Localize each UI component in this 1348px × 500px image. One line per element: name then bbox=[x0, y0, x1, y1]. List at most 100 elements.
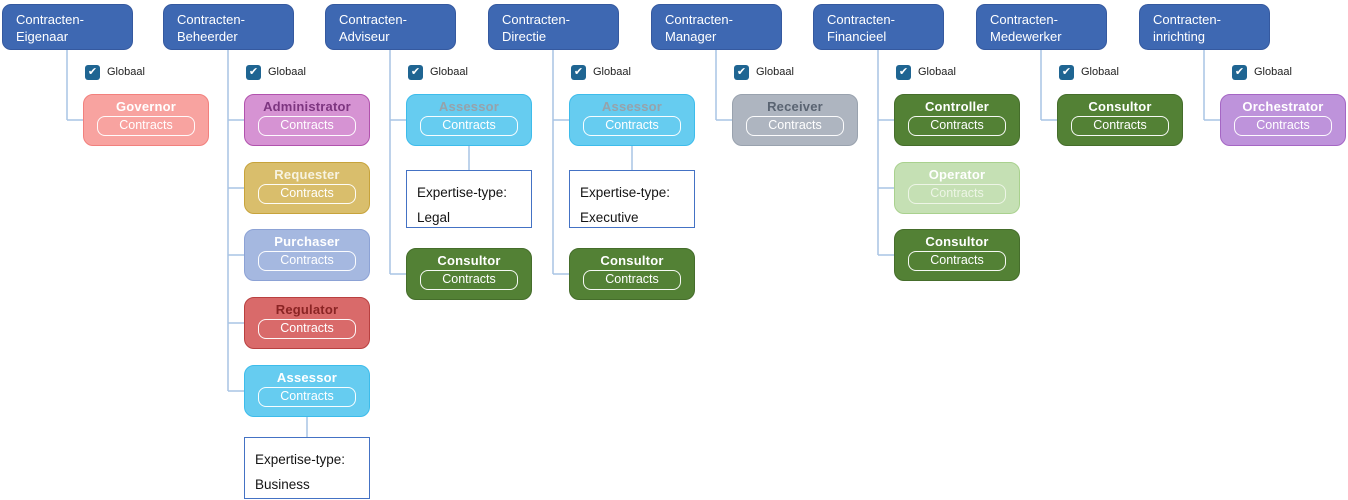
note-value: Business bbox=[255, 477, 310, 492]
role-title: Governor bbox=[115, 99, 177, 114]
header-contracten-eigenaar: Contracten- Eigenaar bbox=[2, 4, 133, 50]
header-line1: Contracten- bbox=[665, 12, 733, 27]
contracts-pill: Contracts bbox=[258, 251, 356, 271]
role-title: Administrator bbox=[263, 99, 351, 114]
checkmark-icon: ✔ bbox=[248, 66, 259, 78]
globaal-label: Globaal bbox=[1254, 66, 1292, 78]
role-consultor-financieel: Consultor Contracts bbox=[894, 229, 1020, 281]
role-consultor-adviseur: Consultor Contracts bbox=[406, 248, 532, 300]
header-line2: Financieel bbox=[827, 29, 887, 44]
role-title: Orchestrator bbox=[1242, 99, 1324, 114]
globaal-checkbox-adviseur[interactable]: ✔ bbox=[408, 65, 423, 80]
globaal-label: Globaal bbox=[268, 66, 306, 78]
role-requester: Requester Contracts bbox=[244, 162, 370, 214]
contracts-pill: Contracts bbox=[908, 251, 1006, 271]
header-line2: Adviseur bbox=[339, 29, 390, 44]
role-assessor-adviseur: Assessor Contracts bbox=[406, 94, 532, 146]
header-line2: inrichting bbox=[1153, 29, 1206, 44]
contracts-pill: Contracts bbox=[908, 184, 1006, 204]
role-assessor-beheerder: Assessor Contracts bbox=[244, 365, 370, 417]
contracts-pill: Contracts bbox=[258, 116, 356, 136]
role-title: Consultor bbox=[437, 253, 501, 268]
role-title: Consultor bbox=[1088, 99, 1152, 114]
checkmark-icon: ✔ bbox=[898, 66, 909, 78]
role-title: Assessor bbox=[438, 99, 500, 114]
role-governor: Governor Contracts bbox=[83, 94, 209, 146]
note-label: Expertise-type: bbox=[580, 185, 671, 200]
header-line1: Contracten- bbox=[177, 12, 245, 27]
checkmark-icon: ✔ bbox=[1061, 66, 1072, 78]
globaal-checkbox-beheerder[interactable]: ✔ bbox=[246, 65, 261, 80]
role-controller: Controller Contracts bbox=[894, 94, 1020, 146]
header-line2: Beheerder bbox=[177, 29, 238, 44]
header-line1: Contracten- bbox=[339, 12, 407, 27]
globaal-label: Globaal bbox=[107, 66, 145, 78]
globaal-label: Globaal bbox=[918, 66, 956, 78]
contracts-pill: Contracts bbox=[97, 116, 195, 136]
header-contracten-manager: Contracten- Manager bbox=[651, 4, 782, 50]
globaal-checkbox-medewerker[interactable]: ✔ bbox=[1059, 65, 1074, 80]
header-contracten-beheerder: Contracten- Beheerder bbox=[163, 4, 294, 50]
globaal-label: Globaal bbox=[593, 66, 631, 78]
contracts-pill: Contracts bbox=[258, 387, 356, 407]
note-value: Legal bbox=[417, 210, 451, 225]
checkmark-icon: ✔ bbox=[1234, 66, 1245, 78]
contracts-pill: Contracts bbox=[258, 319, 356, 339]
role-assessor-directie: Assessor Contracts bbox=[569, 94, 695, 146]
checkmark-icon: ✔ bbox=[410, 66, 421, 78]
role-title: Assessor bbox=[601, 99, 663, 114]
note-expertise-executive: Expertise-type: Executive bbox=[569, 170, 695, 228]
role-receiver: Receiver Contracts bbox=[732, 94, 858, 146]
globaal-checkbox-financieel[interactable]: ✔ bbox=[896, 65, 911, 80]
header-contracten-directie: Contracten- Directie bbox=[488, 4, 619, 50]
role-operator: Operator Contracts bbox=[894, 162, 1020, 214]
header-line1: Contracten- bbox=[16, 12, 84, 27]
contracts-pill: Contracts bbox=[258, 184, 356, 204]
note-label: Expertise-type: bbox=[417, 185, 508, 200]
checkmark-icon: ✔ bbox=[573, 66, 584, 78]
role-regulator: Regulator Contracts bbox=[244, 297, 370, 349]
role-orchestrator: Orchestrator Contracts bbox=[1220, 94, 1346, 146]
role-administrator: Administrator Contracts bbox=[244, 94, 370, 146]
note-value: Executive bbox=[580, 210, 639, 225]
checkmark-icon: ✔ bbox=[87, 66, 98, 78]
contracts-pill: Contracts bbox=[583, 116, 681, 136]
header-line2: Eigenaar bbox=[16, 29, 69, 44]
role-title: Purchaser bbox=[274, 234, 340, 249]
globaal-label: Globaal bbox=[1081, 66, 1119, 78]
contracts-pill: Contracts bbox=[908, 116, 1006, 136]
note-expertise-business: Expertise-type: Business bbox=[244, 437, 370, 499]
header-line1: Contracten- bbox=[502, 12, 570, 27]
role-title: Controller bbox=[924, 99, 990, 114]
header-line1: Contracten- bbox=[990, 12, 1058, 27]
header-line1: Contracten- bbox=[1153, 12, 1221, 27]
globaal-checkbox-inrichting[interactable]: ✔ bbox=[1232, 65, 1247, 80]
globaal-checkbox-manager[interactable]: ✔ bbox=[734, 65, 749, 80]
header-contracten-financieel: Contracten- Financieel bbox=[813, 4, 944, 50]
role-consultor-directie: Consultor Contracts bbox=[569, 248, 695, 300]
contracts-pill: Contracts bbox=[420, 270, 518, 290]
role-title: Consultor bbox=[600, 253, 664, 268]
globaal-checkbox-directie[interactable]: ✔ bbox=[571, 65, 586, 80]
globaal-label: Globaal bbox=[756, 66, 794, 78]
role-title: Receiver bbox=[767, 99, 823, 114]
role-consultor-medewerker: Consultor Contracts bbox=[1057, 94, 1183, 146]
header-contracten-adviseur: Contracten- Adviseur bbox=[325, 4, 456, 50]
role-title: Regulator bbox=[275, 302, 339, 317]
role-title: Consultor bbox=[925, 234, 989, 249]
role-purchaser: Purchaser Contracts bbox=[244, 229, 370, 281]
note-expertise-legal: Expertise-type: Legal bbox=[406, 170, 532, 228]
checkmark-icon: ✔ bbox=[736, 66, 747, 78]
header-contracten-medewerker: Contracten-Medewerker bbox=[976, 4, 1107, 50]
header-line1: Contracten- bbox=[827, 12, 895, 27]
header-line2: Manager bbox=[665, 29, 717, 44]
globaal-checkbox-eigenaar[interactable]: ✔ bbox=[85, 65, 100, 80]
header-contracten-inrichting: Contracten-inrichting bbox=[1139, 4, 1270, 50]
contracts-pill: Contracts bbox=[746, 116, 844, 136]
role-title: Requester bbox=[274, 167, 340, 182]
note-label: Expertise-type: bbox=[255, 452, 346, 467]
contracts-pill: Contracts bbox=[420, 116, 518, 136]
header-line2: Directie bbox=[502, 29, 547, 44]
